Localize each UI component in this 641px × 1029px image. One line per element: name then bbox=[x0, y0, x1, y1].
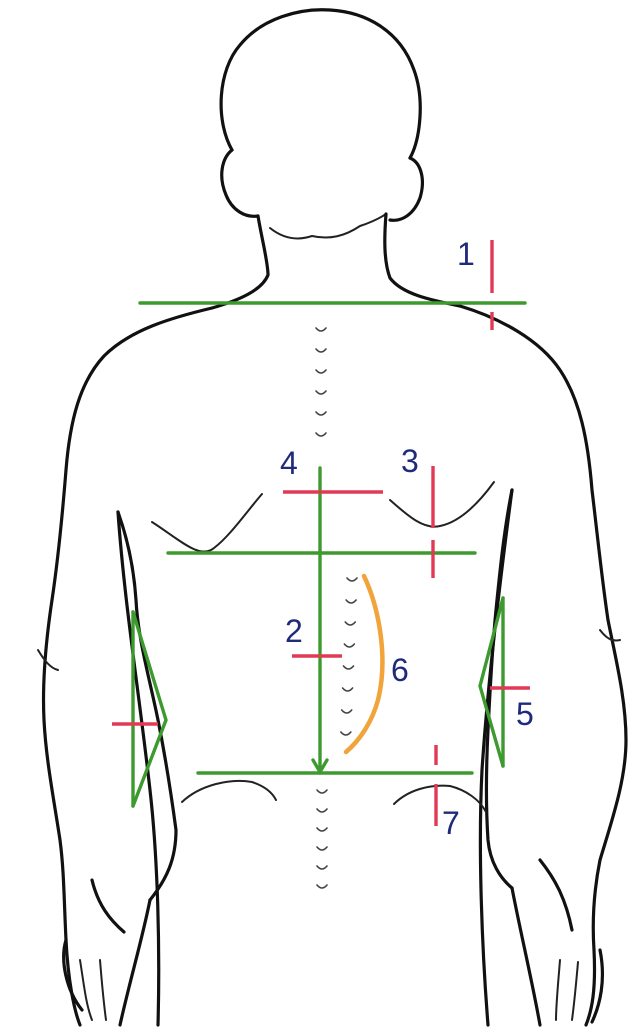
vertebra-mark bbox=[343, 688, 353, 691]
reference-lines bbox=[133, 303, 525, 806]
vertebra-mark bbox=[316, 349, 326, 352]
left-scapula-curve bbox=[152, 494, 262, 552]
vertebra-mark bbox=[316, 328, 326, 331]
left-inner-arm bbox=[118, 512, 176, 900]
left-shoulder-arm bbox=[43, 308, 212, 1025]
vertebra-mark bbox=[341, 732, 351, 735]
vertebra-mark bbox=[317, 790, 327, 793]
vertebra-mark bbox=[316, 433, 326, 436]
right-hip-curve bbox=[394, 786, 486, 812]
torso-right-side bbox=[480, 490, 512, 1025]
left-hip-curve bbox=[182, 781, 276, 802]
vertebra-mark bbox=[317, 847, 327, 850]
left-ear bbox=[222, 150, 258, 216]
neck-hairline bbox=[270, 214, 386, 238]
vertebra-mark bbox=[317, 809, 327, 812]
marker-label-5: 5 bbox=[516, 696, 534, 732]
vertebra-mark bbox=[347, 578, 357, 581]
left-elbow-crease bbox=[38, 650, 58, 670]
marker-label-3: 3 bbox=[401, 443, 419, 479]
body-outline bbox=[38, 10, 626, 1025]
marker-label-7: 7 bbox=[442, 805, 460, 841]
vertebra-mark bbox=[317, 828, 327, 831]
neck-right bbox=[385, 214, 460, 306]
vertebra-mark bbox=[345, 622, 355, 625]
vertebra-mark bbox=[346, 600, 356, 603]
marker-label-2: 2 bbox=[285, 613, 303, 649]
left-hand bbox=[64, 880, 150, 1025]
marker-label-1: 1 bbox=[457, 236, 475, 272]
vertebra-mark bbox=[316, 391, 326, 394]
right-wrist-detail bbox=[556, 960, 578, 1020]
right-ear bbox=[390, 158, 422, 220]
left-wrist-detail bbox=[80, 960, 106, 1020]
marker-labels: 1 2 3 4 5 6 7 bbox=[280, 236, 534, 841]
vertebra-mark bbox=[316, 412, 326, 415]
vertebra-mark bbox=[317, 885, 327, 888]
vertebra-mark bbox=[343, 666, 353, 669]
vertebra-mark bbox=[344, 644, 354, 647]
neck-left bbox=[212, 216, 268, 308]
right-scapula-curve bbox=[390, 482, 494, 527]
marker-label-4: 4 bbox=[280, 445, 298, 481]
marker-label-6: 6 bbox=[391, 652, 409, 688]
vertebra-mark bbox=[317, 866, 327, 869]
head-outline bbox=[221, 10, 420, 158]
vertebra-mark bbox=[316, 370, 326, 373]
spine-vertebrae bbox=[316, 328, 357, 888]
vertebra-mark bbox=[342, 710, 352, 713]
